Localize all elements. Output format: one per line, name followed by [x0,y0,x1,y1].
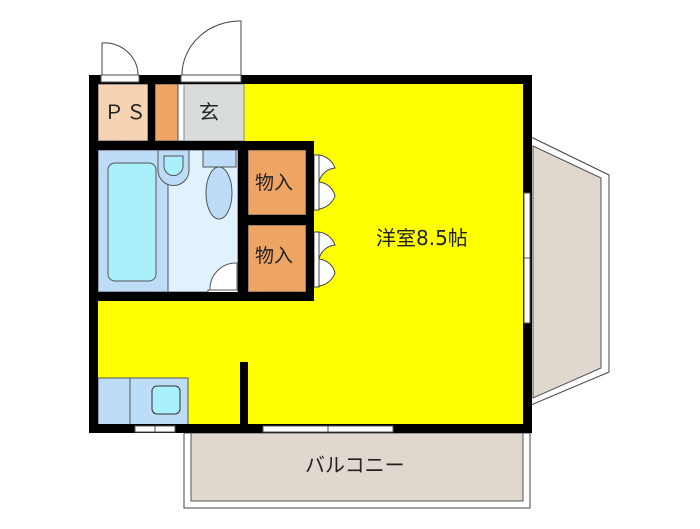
balcony-label: バルコニー [305,453,405,477]
ps-door [101,42,139,76]
kitchen-counter [97,377,131,426]
western-room-label: 洋室8.5帖 [376,226,468,250]
closet-2-label: 物入 [255,245,294,267]
windows [134,192,531,433]
bathtub [107,162,157,282]
toilet [205,166,233,220]
genkan-label: 玄 [199,100,219,124]
entrance-doors [100,20,242,83]
pipe-shaft [154,83,179,142]
ps-label: ＰＳ [104,100,148,124]
closet-doors [313,154,336,288]
closet-1 [247,149,307,216]
toilet-tank [202,149,237,168]
closet-1-label: 物入 [255,172,294,194]
side-balcony [530,136,610,406]
front-door [181,20,242,76]
balcony [183,432,531,509]
kitchen-sink [151,385,181,415]
